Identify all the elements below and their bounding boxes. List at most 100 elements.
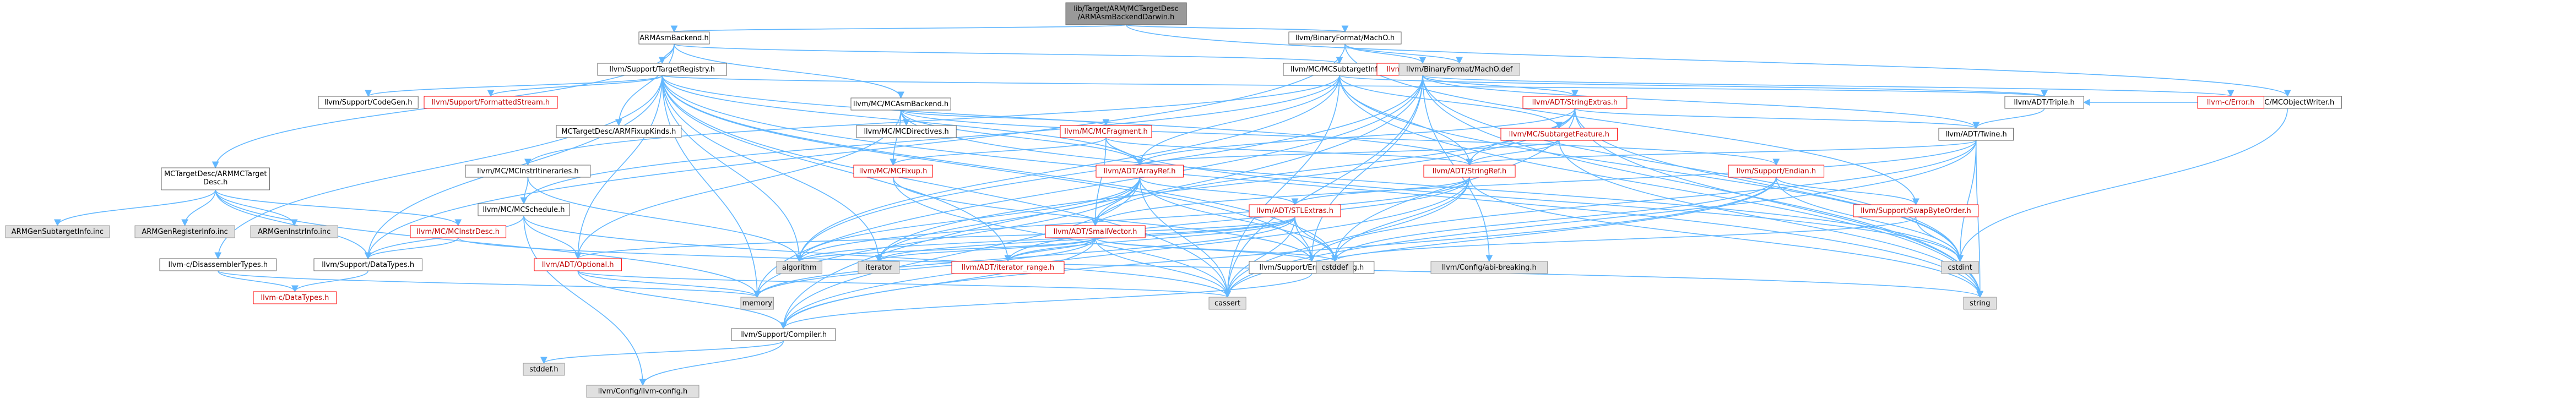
- edge-stringref-to-string: [1469, 177, 1984, 298]
- edge-smallvector-to-algorithm: [796, 237, 1096, 263]
- node-stringref[interactable]: llvm/ADT/StringRef.h: [1423, 165, 1516, 178]
- edge-disassemblertypes-to-memory: [218, 270, 761, 298]
- edge-compiler-to-stddef: [540, 340, 784, 364]
- node-box: [850, 97, 951, 111]
- node-label: llvm/MC/MCSchedule.h: [482, 206, 565, 214]
- node-mcasmbackend[interactable]: llvm/MC/MCAsmBackend.h: [850, 97, 951, 111]
- edge-arm_mctargetdesc-to-armgensubtarget: [54, 189, 216, 227]
- edge-stringextras-to-twine: [1574, 108, 1980, 129]
- node-label: string: [1970, 299, 1990, 308]
- node-label: llvm/Support/FormattedStream.h: [432, 99, 550, 107]
- edge-stlextras-to-cstddef: [1294, 216, 1338, 263]
- edge-mcinstrinfo_inc-to-mcschedule: [520, 177, 529, 205]
- node-compiler[interactable]: llvm/Support/Compiler.h: [731, 328, 836, 341]
- edge-stringref-to-compiler: [780, 177, 1470, 330]
- edge-targetregistry-to-string: [661, 75, 1984, 298]
- edge-arrayref-to-compiler: [780, 177, 1140, 330]
- node-disassemblertypes[interactable]: llvm-c/DisassemblerTypes.h: [159, 258, 277, 271]
- node-label: llvm/ADT/STLExtras.h: [1256, 207, 1333, 215]
- edge-mcsubtargetinfo-to-subtargetfeature: [1339, 75, 1563, 129]
- node-label: llvm/ADT/Triple.h: [2014, 99, 2074, 107]
- node-targetregistry[interactable]: llvm/Support/TargetRegistry.h: [597, 63, 727, 76]
- edge-optional-to-cassert: [577, 270, 1231, 298]
- edge-smallvector-to-iterator: [875, 237, 1096, 263]
- node-mcsubtargetinfo[interactable]: llvm/MC/MCSubtargetInfo.h: [1283, 63, 1396, 76]
- edge-compiler-to-llvmconfig: [639, 340, 784, 386]
- node-mcschedule[interactable]: llvm/MC/MCSchedule.h: [478, 203, 570, 216]
- edge-optional-to-memory: [577, 270, 761, 298]
- node-mcfixup[interactable]: llvm/MC/MCFixup.h: [853, 165, 933, 178]
- node-mcinstrinfo_inc[interactable]: llvm/MC/MCInstrItineraries.h: [465, 165, 591, 178]
- node-mcinstrdesc[interactable]: llvm/MC/MCInstrDesc.h: [410, 225, 507, 238]
- node-box: [1398, 63, 1520, 76]
- node-triple[interactable]: llvm/ADT/Triple.h: [2004, 96, 2084, 109]
- edge-arm_mctargetdesc-to-datatypes: [215, 189, 372, 260]
- node-label: llvm/Config/llvm-config.h: [598, 387, 687, 396]
- node-label: llvm/Support/TargetRegistry.h: [609, 65, 715, 74]
- node-box: [250, 225, 338, 238]
- node-label: ARMGenSubtargetInfo.inc: [12, 228, 104, 236]
- edge-binfmt_macho-to-macho_def: [1344, 43, 1463, 64]
- node-endian[interactable]: llvm/Support/Endian.h: [1728, 165, 1825, 178]
- node-label: cstddef: [1322, 264, 1349, 272]
- node-label: Desc.h: [203, 178, 227, 187]
- node-subtargetfeature[interactable]: llvm/MC/SubtargetFeature.h: [1500, 128, 1618, 141]
- node-twine[interactable]: llvm/ADT/Twine.h: [1938, 128, 2014, 141]
- node-label: iterator: [865, 264, 892, 272]
- node-datatypes[interactable]: llvm/Support/DataTypes.h: [313, 258, 422, 271]
- node-formattedstream[interactable]: llvm/Support/FormattedStream.h: [424, 96, 558, 109]
- edge-armasmbackend-to-mcasmbackend: [674, 43, 904, 99]
- node-stringextras[interactable]: llvm/ADT/StringExtras.h: [1522, 96, 1628, 109]
- node-box: [253, 291, 337, 304]
- node-box: [465, 165, 591, 178]
- node-label: llvm/BinaryFormat/MachO.h: [1295, 34, 1395, 42]
- edge-mcinstrdesc-to-datatypes: [364, 237, 459, 260]
- node-swapbyteorder[interactable]: llvm/Support/SwapByteOrder.h: [1853, 204, 1979, 217]
- node-stlextras[interactable]: llvm/ADT/STLExtras.h: [1249, 204, 1341, 217]
- node-box: [134, 225, 235, 238]
- node-label: ARMGenInstrInfo.inc: [258, 228, 330, 236]
- node-errorhandling[interactable]: llvm/Support/ErrorHandling.h: [1249, 261, 1375, 274]
- node-mcdirectives[interactable]: llvm/MC/MCDirectives.h: [856, 125, 957, 138]
- node-iterator: iterator: [858, 261, 900, 274]
- edge-smallvector-to-errorhandling: [1094, 237, 1315, 263]
- node-label: MCTargetDesc/ARMMCTarget: [164, 170, 267, 178]
- edge-stlextras-to-optional: [574, 216, 1295, 260]
- node-optional[interactable]: llvm/ADT/Optional.h: [534, 258, 622, 271]
- node-label: llvm/ADT/Twine.h: [1945, 130, 2007, 139]
- edge-mcsubtargetinfo-to-mcinstrinfo_inc: [524, 75, 1340, 166]
- node-arrayref[interactable]: llvm/ADT/ArrayRef.h: [1096, 165, 1184, 178]
- edge-targetregistry-to-disassemblertypes: [214, 75, 663, 260]
- edge-twine-to-stringref: [1466, 140, 1977, 166]
- edge-mcasmbackend-to-optional: [574, 110, 902, 260]
- node-label: llvm/MC/MCInstrItineraries.h: [477, 167, 578, 176]
- node-smallvector[interactable]: llvm/ADT/SmallVector.h: [1045, 225, 1146, 238]
- node-codegen[interactable]: llvm/Support/CodeGen.h: [318, 96, 419, 109]
- edge-support_error-to-twine: [1422, 75, 1980, 129]
- node-box: [318, 96, 419, 109]
- edge-mcsubtargetinfo-to-triple: [1339, 75, 2048, 97]
- node-armfixupkinds[interactable]: MCTargetDesc/ARMFixupKinds.h: [556, 125, 682, 138]
- node-label: MCTargetDesc/ARMFixupKinds.h: [561, 128, 676, 136]
- node-box: [556, 125, 682, 138]
- edge-armasmbackend-to-armfixupkinds: [615, 43, 675, 127]
- node-box: [1728, 165, 1825, 178]
- node-cerror[interactable]: llvm-c/Error.h: [2197, 96, 2264, 109]
- node-cdatatypes[interactable]: llvm-c/DataTypes.h: [253, 291, 337, 304]
- node-box: [161, 167, 270, 190]
- node-box: [523, 363, 565, 376]
- node-mcfragment[interactable]: llvm/MC/MCFragment.h: [1060, 125, 1152, 138]
- node-box: [2004, 96, 2084, 109]
- edge-smallvector-to-memory: [753, 237, 1096, 298]
- edge-targetregistry-to-iterator: [661, 75, 882, 263]
- node-iterator_range[interactable]: llvm/ADT/iterator_range.h: [951, 261, 1065, 274]
- node-box: [853, 165, 933, 178]
- node-box: [478, 203, 570, 216]
- node-armasmbackend[interactable]: ARMAsmBackend.h: [638, 31, 710, 45]
- node-cassert: cassert: [1208, 297, 1246, 310]
- node-binfmt_macho[interactable]: llvm/BinaryFormat/MachO.h: [1288, 31, 1402, 45]
- edge-mcsubtargetinfo-to-algorithm: [795, 75, 1340, 263]
- edge-mcasmbackend-to-arrayref: [900, 110, 1143, 166]
